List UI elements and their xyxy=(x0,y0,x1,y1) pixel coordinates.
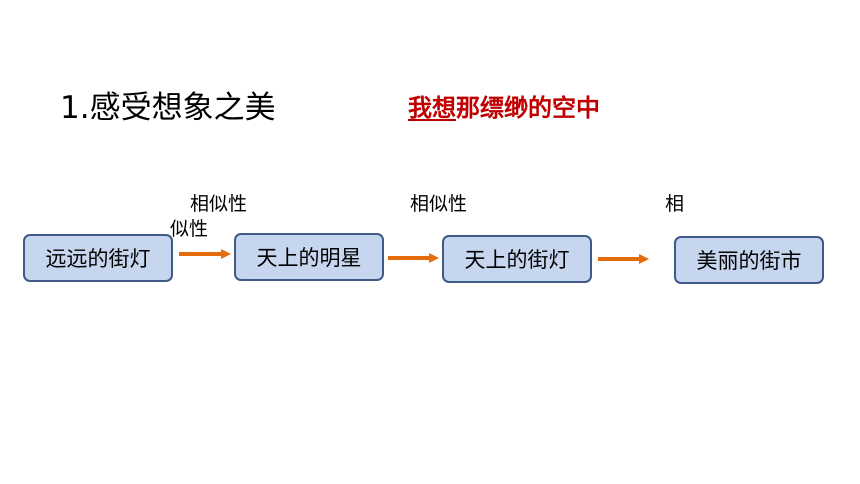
arrow-1 xyxy=(179,249,231,259)
slide-title: 1.感受想象之美 xyxy=(60,90,276,126)
subtitle-rest-text: 那缥缈的空中 xyxy=(456,93,600,122)
arrow-3 xyxy=(598,254,649,264)
slide-subtitle: 我想那缥缈的空中 xyxy=(408,92,600,124)
relation-label-2: 相似性 xyxy=(410,193,468,215)
subtitle-underlined-text: 我想 xyxy=(408,93,456,122)
node-streetlights-in-sky: 天上的街灯 xyxy=(442,235,592,283)
node-beautiful-street-market: 美丽的街市 xyxy=(674,236,824,284)
relation-label-1: 相似性 xyxy=(190,193,248,215)
relation-label-3: 相 xyxy=(665,193,685,215)
arrow-2 xyxy=(388,253,439,263)
node-stars-in-sky: 天上的明星 xyxy=(234,233,384,281)
node-distant-streetlights: 远远的街灯 xyxy=(23,234,173,282)
relation-label-1-second-line: 似性 xyxy=(170,218,209,240)
